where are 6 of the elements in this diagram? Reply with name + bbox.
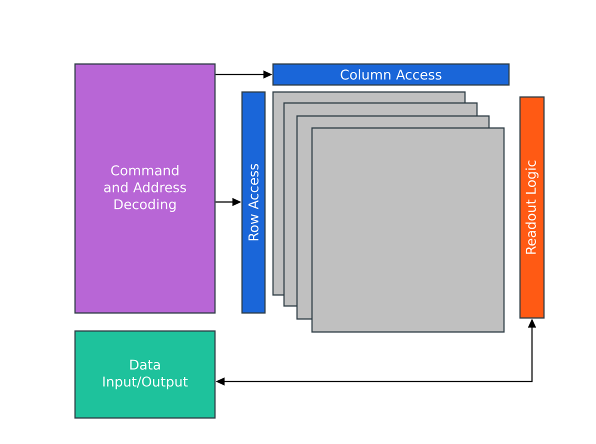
process-box: Row Access (241, 91, 266, 314)
process-box: Column Access (272, 63, 510, 86)
process-box: Command and Address Decoding (74, 63, 216, 314)
memory-array-box (311, 127, 505, 333)
process-box: Readout Logic (519, 96, 545, 319)
process-box: Data Input/Output (74, 330, 216, 419)
